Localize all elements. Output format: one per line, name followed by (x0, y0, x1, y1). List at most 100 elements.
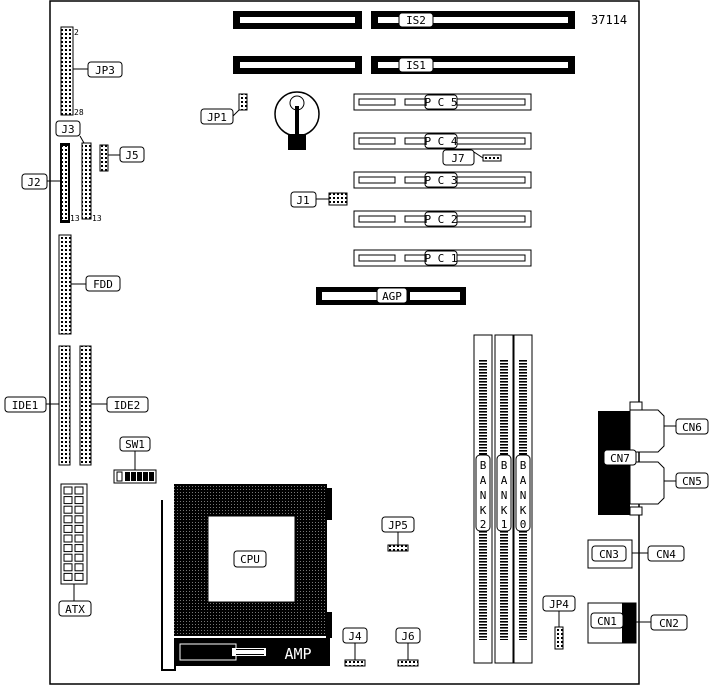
dimm-bank-1: B A N K 1 (494, 334, 514, 664)
bank2-letter-4: K (480, 504, 487, 517)
label-cn6: CN6 (682, 421, 702, 434)
atx-pin (63, 534, 73, 543)
ide2-connector: IDE2 (79, 345, 149, 466)
bank2-letter-1: B (480, 459, 487, 472)
label-jp5: JP5 (388, 519, 408, 532)
label-j1: J1 (296, 194, 309, 207)
bank2-letter-2: A (480, 474, 487, 487)
atx-pin (63, 572, 73, 581)
dimm-bank-2: B A N K 2 (473, 334, 493, 664)
j5-jumper: J5 (99, 144, 145, 172)
jp3-pin-top: 2 (74, 28, 79, 37)
isa-slot-left-bottom (233, 56, 362, 74)
cpu-socket: AMP CPU (161, 484, 332, 671)
label-atx: ATX (65, 603, 85, 616)
label-j6: J6 (401, 630, 414, 643)
j3-connector: J3 13 (55, 120, 102, 223)
label-pc1: P C 1 (424, 252, 457, 265)
atx-pin (63, 553, 73, 562)
j6-jumper: J6 (395, 627, 421, 667)
dimm-bank-0: B A N K 0 (513, 334, 533, 664)
label-ide1: IDE1 (12, 399, 39, 412)
fdd-connector: FDD (58, 234, 121, 335)
bank0-letter-4: K (520, 504, 527, 517)
board-id-code: 37114 (591, 13, 627, 27)
atx-pin (63, 544, 73, 553)
label-ide2: IDE2 (114, 399, 141, 412)
label-cpu: CPU (240, 553, 260, 566)
ide1-connector: IDE1 (4, 345, 71, 466)
atx-pin (74, 534, 84, 543)
atx-pin (63, 563, 73, 572)
label-j3: J3 (61, 123, 74, 136)
atx-pin (74, 486, 84, 495)
atx-pin (74, 572, 84, 581)
label-fdd: FDD (93, 278, 113, 291)
bank0-letter-1: B (520, 459, 527, 472)
port-cn1-cn2: CN1 CN2 (587, 602, 688, 644)
jp4-jumper: JP4 (542, 595, 576, 650)
atx-pin (63, 496, 73, 505)
label-cn3: CN3 (599, 548, 619, 561)
agp-slot: AGP (316, 287, 466, 305)
atx-pin (74, 524, 84, 533)
bank1-letter-1: B (501, 459, 508, 472)
bank2-letter-3: N (480, 489, 487, 502)
j2-connector: J2 13 (21, 143, 80, 223)
atx-pin (74, 515, 84, 524)
label-cn1: CN1 (597, 615, 617, 628)
atx-pin (63, 486, 73, 495)
label-is1: IS1 (406, 59, 426, 72)
label-j2: J2 (27, 176, 40, 189)
label-j5: J5 (125, 149, 138, 162)
pci-slot-pc4: P C 4 (353, 132, 532, 150)
label-jp3: JP3 (95, 64, 115, 77)
bank2-letter-5: 2 (480, 518, 487, 531)
bank1-letter-3: N (501, 489, 508, 502)
atx-pin (74, 553, 84, 562)
jp5-jumper: JP5 (381, 516, 415, 552)
atx-pin (74, 496, 84, 505)
atx-pin (74, 505, 84, 514)
label-sw1: SW1 (125, 438, 145, 451)
label-pc2: P C 2 (424, 213, 457, 226)
bank0-letter-5: 0 (520, 518, 527, 531)
label-j4: J4 (348, 630, 362, 643)
j3-pin: 13 (92, 214, 102, 223)
label-is2: IS2 (406, 14, 426, 27)
bank1-letter-2: A (501, 474, 508, 487)
label-pc4: P C 4 (424, 135, 457, 148)
label-cn4: CN4 (656, 548, 676, 561)
label-pc5: P C 5 (424, 96, 457, 109)
atx-pin (74, 563, 84, 572)
j7-jumper: J7 (442, 149, 502, 166)
label-cn5: CN5 (682, 475, 702, 488)
j1-jumper: J1 (290, 191, 348, 208)
isa-slot-is1: IS1 (371, 56, 575, 74)
isa-slot-is2: IS2 (371, 11, 575, 29)
label-amp: AMP (284, 645, 311, 663)
atx-pin (63, 515, 73, 524)
battery (274, 91, 320, 150)
atx-pin (63, 505, 73, 514)
bank1-letter-4: K (501, 504, 508, 517)
label-cn7: CN7 (610, 452, 630, 465)
j2-pin: 13 (70, 214, 80, 223)
atx-pin (74, 544, 84, 553)
sw1-dip-switch: SW1 (113, 436, 157, 484)
jp1-jumper: JP1 (200, 93, 248, 125)
isa-slot-left-top (233, 11, 362, 29)
label-agp: AGP (382, 290, 402, 303)
pci-slot-pc1: P C 1 (353, 249, 532, 267)
atx-power-connector: ATX (58, 483, 92, 617)
bank0-letter-3: N (520, 489, 527, 502)
pci-slot-pc5: P C 5 (353, 93, 532, 111)
jp3-pin-bottom: 28 (74, 108, 84, 117)
port-cluster-cn5-cn6-cn7: CN6 CN5 CN7 (598, 401, 709, 516)
pci-slot-pc2: P C 2 (353, 210, 532, 228)
label-cn2: CN2 (659, 617, 679, 630)
bank1-letter-5: 1 (501, 518, 508, 531)
j4-jumper: J4 (342, 627, 368, 667)
label-j7: J7 (451, 152, 464, 165)
